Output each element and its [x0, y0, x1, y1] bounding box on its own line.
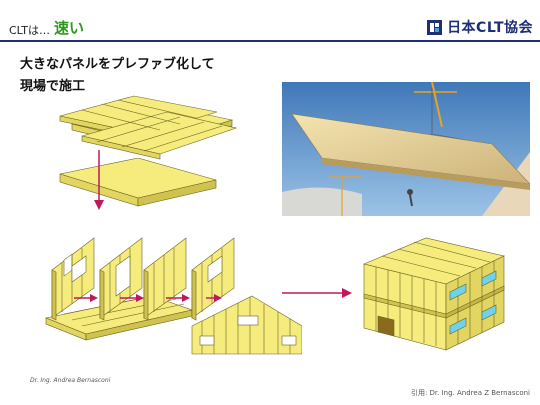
slide-title: 速い — [54, 19, 85, 37]
slide-header: CLTは… 速い 日本CLT協会 — [0, 0, 540, 42]
process-arrow-down — [94, 150, 104, 210]
wall-panel-assembly-illustration — [44, 237, 302, 355]
process-arrow-right — [282, 288, 352, 298]
logo-text: 日本CLT協会 — [447, 20, 533, 36]
illustration-credit: Dr. Ing. Andrea Bernasconi — [30, 377, 111, 384]
header-divider — [0, 40, 540, 42]
completed-clt-building-illustration — [363, 237, 505, 351]
lead-line-2: 現場で施工 — [20, 79, 86, 94]
finished-clt-panel-illustration — [59, 158, 217, 207]
clt-logo-icon — [427, 19, 443, 35]
lead-line-1: 大きなパネルをプレファブ化して — [20, 57, 215, 72]
citation-credit: 引用: Dr. Ing. Andrea Z Bernasconi — [410, 389, 530, 397]
stacked-boards-illustration — [59, 95, 237, 160]
crane-lifting-clt-panel-photo — [282, 82, 530, 216]
association-logo: 日本CLT協会 — [426, 16, 533, 38]
lead-text: 大きなパネルをプレファブ化して 現場で施工 — [20, 54, 215, 98]
slide-title-prefix: CLTは… — [9, 24, 51, 37]
